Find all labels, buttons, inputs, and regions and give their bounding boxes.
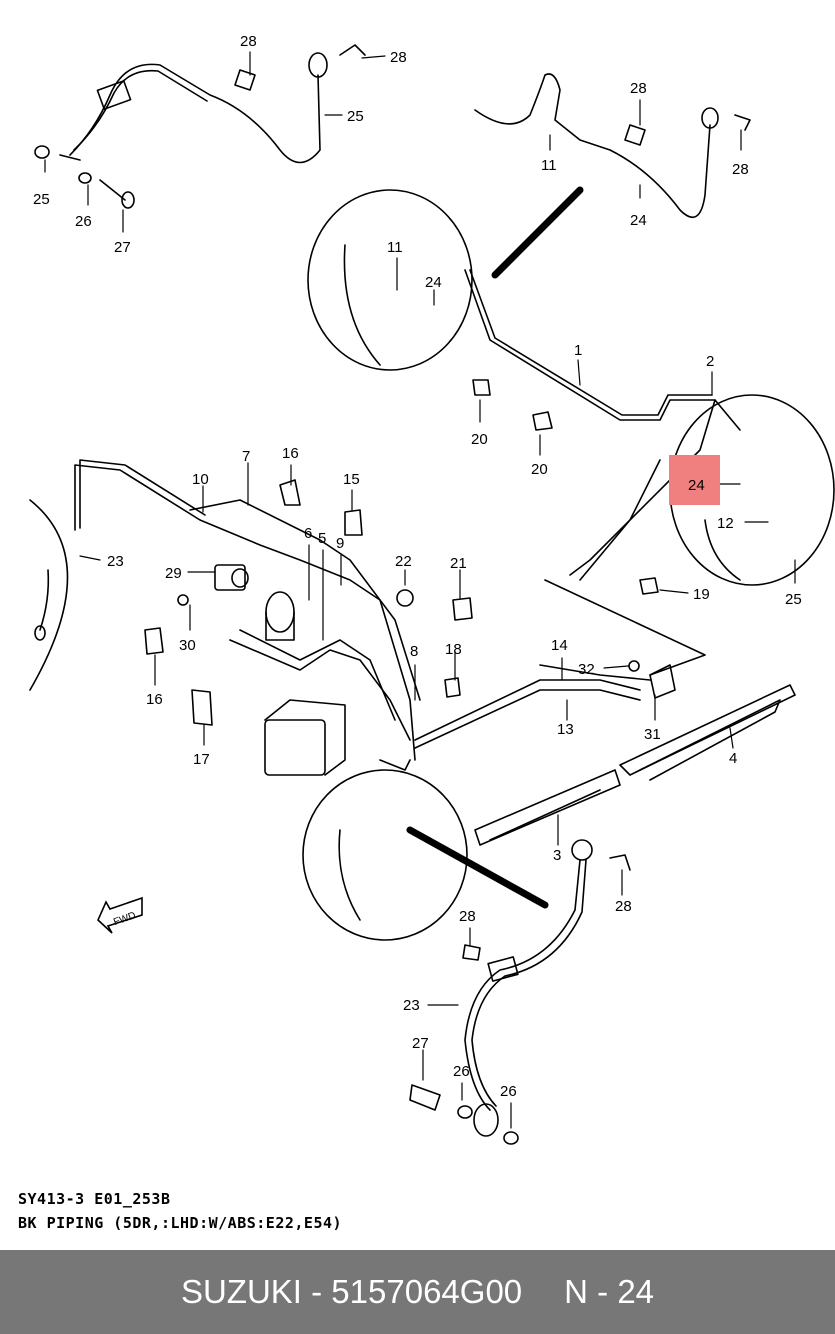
callout: 15: [343, 471, 360, 488]
callout: 26: [500, 1083, 517, 1100]
forward-direction-arrow: FWD: [97, 896, 143, 934]
callout: 25: [347, 108, 364, 125]
callout: 16: [146, 691, 163, 708]
callout: 29: [165, 565, 182, 582]
callout: 9: [336, 535, 344, 552]
callout: 25: [33, 191, 50, 208]
callout: 16: [282, 445, 299, 462]
highlighted-callout-box: [669, 455, 720, 505]
part-number: SUZUKI - 5157064G00: [180, 1273, 523, 1310]
callout: 4: [729, 750, 737, 767]
callout: 28: [615, 898, 632, 915]
callout: 31: [644, 726, 661, 743]
brake-drum-rear-left: [29, 499, 69, 691]
hose-assembly-top-left: [34, 44, 366, 209]
diagram-code: SY413-3 E01_253B: [18, 1190, 171, 1208]
callout: 28: [732, 161, 749, 178]
callout: 23: [107, 553, 124, 570]
callout: 28: [459, 908, 476, 925]
brake-drum-rear-right: [307, 186, 584, 371]
cross-member-3: [474, 769, 621, 846]
callout: 26: [75, 213, 92, 230]
page-reference: N - 24: [564, 1273, 655, 1310]
callout: 20: [531, 461, 548, 478]
callout: 17: [193, 751, 210, 768]
callout: 13: [557, 721, 574, 738]
callout-highlighted: 24: [688, 477, 705, 494]
leader-lines: [44, 51, 796, 1129]
brake-pipe-lines: [34, 269, 741, 771]
clip-parts: [144, 379, 676, 871]
abs-hydraulic-unit: [214, 564, 346, 776]
footer-bar: SUZUKI - 5157064G00 N - 24: [0, 1250, 835, 1334]
callout: 3: [553, 847, 561, 864]
callout: 28: [630, 80, 647, 97]
callout: 25: [785, 591, 802, 608]
callout: 5: [318, 530, 326, 547]
callout: 30: [179, 637, 196, 654]
callout: 28: [240, 33, 257, 50]
diagram-title: BK PIPING (5DR,:LHD:W/ABS:E22,E54): [18, 1214, 343, 1232]
callout: 24: [425, 274, 442, 291]
callout: 19: [693, 586, 710, 603]
callout: 12: [717, 515, 734, 532]
callout: 6: [304, 525, 312, 542]
callout: 21: [450, 555, 467, 572]
callout: 22: [395, 553, 412, 570]
brake-drum-left-front: [302, 769, 549, 941]
callout: 11: [541, 157, 557, 174]
callout: 8: [410, 643, 418, 660]
callout: 23: [403, 997, 420, 1014]
callout: 11: [387, 239, 403, 256]
callout: 2: [706, 353, 714, 370]
callout: 27: [412, 1035, 429, 1052]
callout: 1: [574, 342, 582, 359]
callout: 20: [471, 431, 488, 448]
callout: 26: [453, 1063, 470, 1080]
callout-labels: 28 28 25 25 26 27 11 28 28 24 11 24 1 2 …: [33, 33, 802, 1100]
hose-assembly-bottom: [409, 839, 593, 1145]
callout: 10: [192, 471, 209, 488]
hose-assembly-top-right: [474, 73, 751, 219]
callout: 14: [551, 637, 568, 654]
callout: 28: [390, 49, 407, 66]
callout: 32: [578, 661, 595, 678]
brake-piping-diagram: FWD 28 28 25 25 26 27 11 28 28 24 11 24 …: [29, 33, 835, 1145]
callout: 7: [242, 448, 250, 465]
callout: 27: [114, 239, 131, 256]
callout: 18: [445, 641, 462, 658]
callout: 24: [630, 212, 647, 229]
cross-member-4: [619, 684, 796, 781]
